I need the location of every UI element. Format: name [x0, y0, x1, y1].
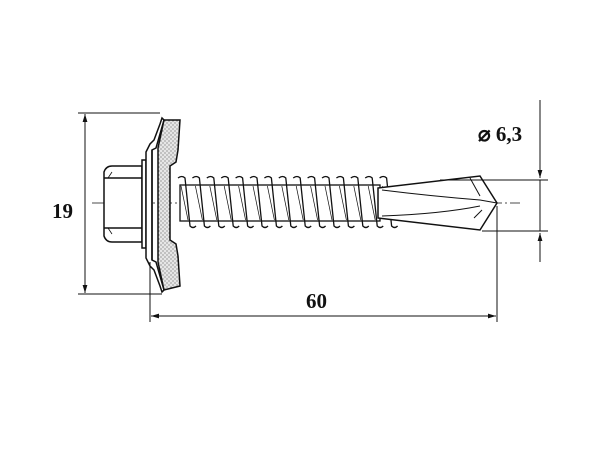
- thread-turn: [206, 175, 226, 229]
- dimension-6-3: [440, 100, 548, 262]
- drill-point: [377, 175, 498, 231]
- dimension-6-3-label: ⌀ 6,3: [478, 122, 522, 146]
- thread-root-line: [195, 185, 203, 221]
- dimension-60: [149, 206, 498, 322]
- thread-root-line: [324, 185, 333, 221]
- thread-turn: [278, 175, 298, 229]
- screw-shank: [179, 184, 381, 222]
- hex-head: [103, 159, 147, 249]
- thread-turn: [292, 175, 312, 229]
- thread-turn: [336, 175, 355, 229]
- steel-washer: [145, 116, 165, 294]
- thread-root-line: [180, 185, 189, 221]
- thread-root-line: [238, 185, 246, 221]
- thread-root-line: [209, 185, 218, 221]
- thread-root-line: [339, 185, 347, 221]
- thread-turn: [321, 175, 341, 229]
- thread-turn: [364, 175, 384, 229]
- thread-turn: [350, 175, 370, 229]
- thread-root-line: [353, 185, 362, 221]
- dimension-19-label: 19: [52, 199, 73, 223]
- thread-root-line: [223, 185, 232, 221]
- thread-root-line: [281, 185, 290, 221]
- thread-root-line: [252, 185, 261, 221]
- epdm-washer: [157, 119, 181, 291]
- thread-turn: [264, 175, 283, 229]
- dimension-60-label: 60: [306, 289, 327, 313]
- thread: [177, 175, 399, 229]
- thread-root-line: [295, 185, 304, 221]
- thread-turn: [235, 175, 255, 229]
- thread-turn: [177, 175, 197, 229]
- thread-root-line: [310, 185, 318, 221]
- dimension-19: [78, 112, 162, 295]
- thread-root-line: [367, 185, 376, 221]
- thread-turn: [307, 175, 327, 229]
- thread-root-line: [267, 185, 275, 221]
- thread-turn: [249, 175, 269, 229]
- thread-turn: [192, 175, 211, 229]
- thread-turn: [220, 175, 240, 229]
